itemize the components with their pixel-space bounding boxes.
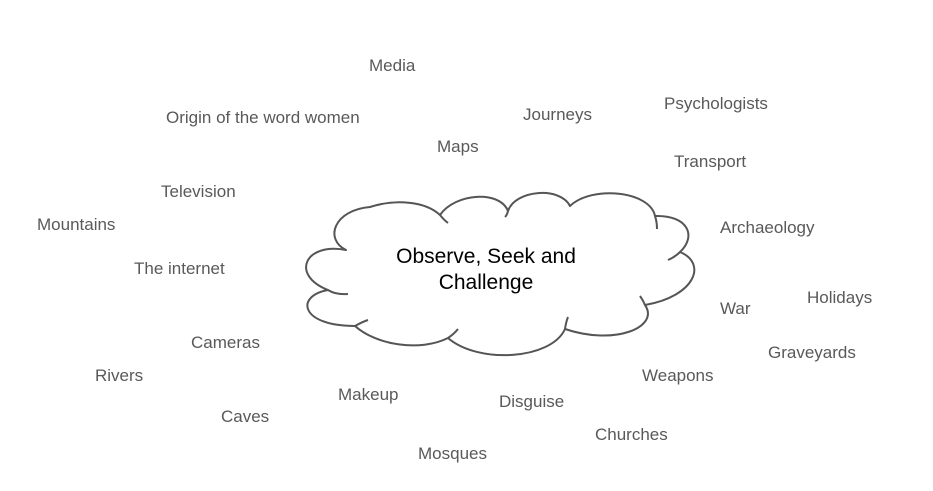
- topic-the-internet: The internet: [134, 259, 225, 278]
- topic-television: Television: [161, 182, 236, 201]
- cloud-inner-lobe-bottom-right: [639, 295, 646, 306]
- topic-cameras: Cameras: [191, 333, 260, 352]
- topic-origin-of-the-word-women: Origin of the word women: [166, 108, 360, 127]
- topic-mountains: Mountains: [37, 215, 116, 234]
- topic-media: Media: [369, 56, 416, 75]
- cloud-inner-lobe-top-right: [654, 215, 658, 230]
- cloud-inner-lobe-top-mid: [504, 210, 509, 218]
- topic-archaeology: Archaeology: [720, 218, 815, 237]
- topic-weapons: Weapons: [642, 366, 714, 385]
- topic-makeup: Makeup: [338, 385, 399, 404]
- cloud-inner-lobe-left: [327, 289, 349, 296]
- cloud-inner-lobe-bottom-left: [447, 328, 459, 339]
- topic-mosques: Mosques: [418, 444, 487, 463]
- cloud-outline: [305, 192, 696, 357]
- cloud-inner-lobe-top-left: [439, 214, 449, 224]
- topic-churches: Churches: [595, 425, 668, 444]
- topic-transport: Transport: [674, 152, 747, 171]
- cloud-inner-lobe-bottom-mid: [564, 316, 569, 330]
- cloud-inner-lobe-lower-left: [354, 319, 369, 327]
- topic-maps: Maps: [437, 137, 479, 156]
- topic-war: War: [720, 299, 751, 318]
- central-topic-label: Observe, Seek and Challenge: [396, 245, 576, 294]
- topic-journeys: Journeys: [523, 105, 592, 124]
- topic-caves: Caves: [221, 407, 270, 426]
- topic-holidays: Holidays: [807, 288, 873, 307]
- topic-rivers: Rivers: [95, 366, 144, 385]
- topic-psychologists: Psychologists: [664, 94, 768, 113]
- topic-graveyards: Graveyards: [768, 343, 856, 362]
- cloud-inner-lobe-right: [667, 251, 681, 261]
- topic-disguise: Disguise: [499, 392, 565, 411]
